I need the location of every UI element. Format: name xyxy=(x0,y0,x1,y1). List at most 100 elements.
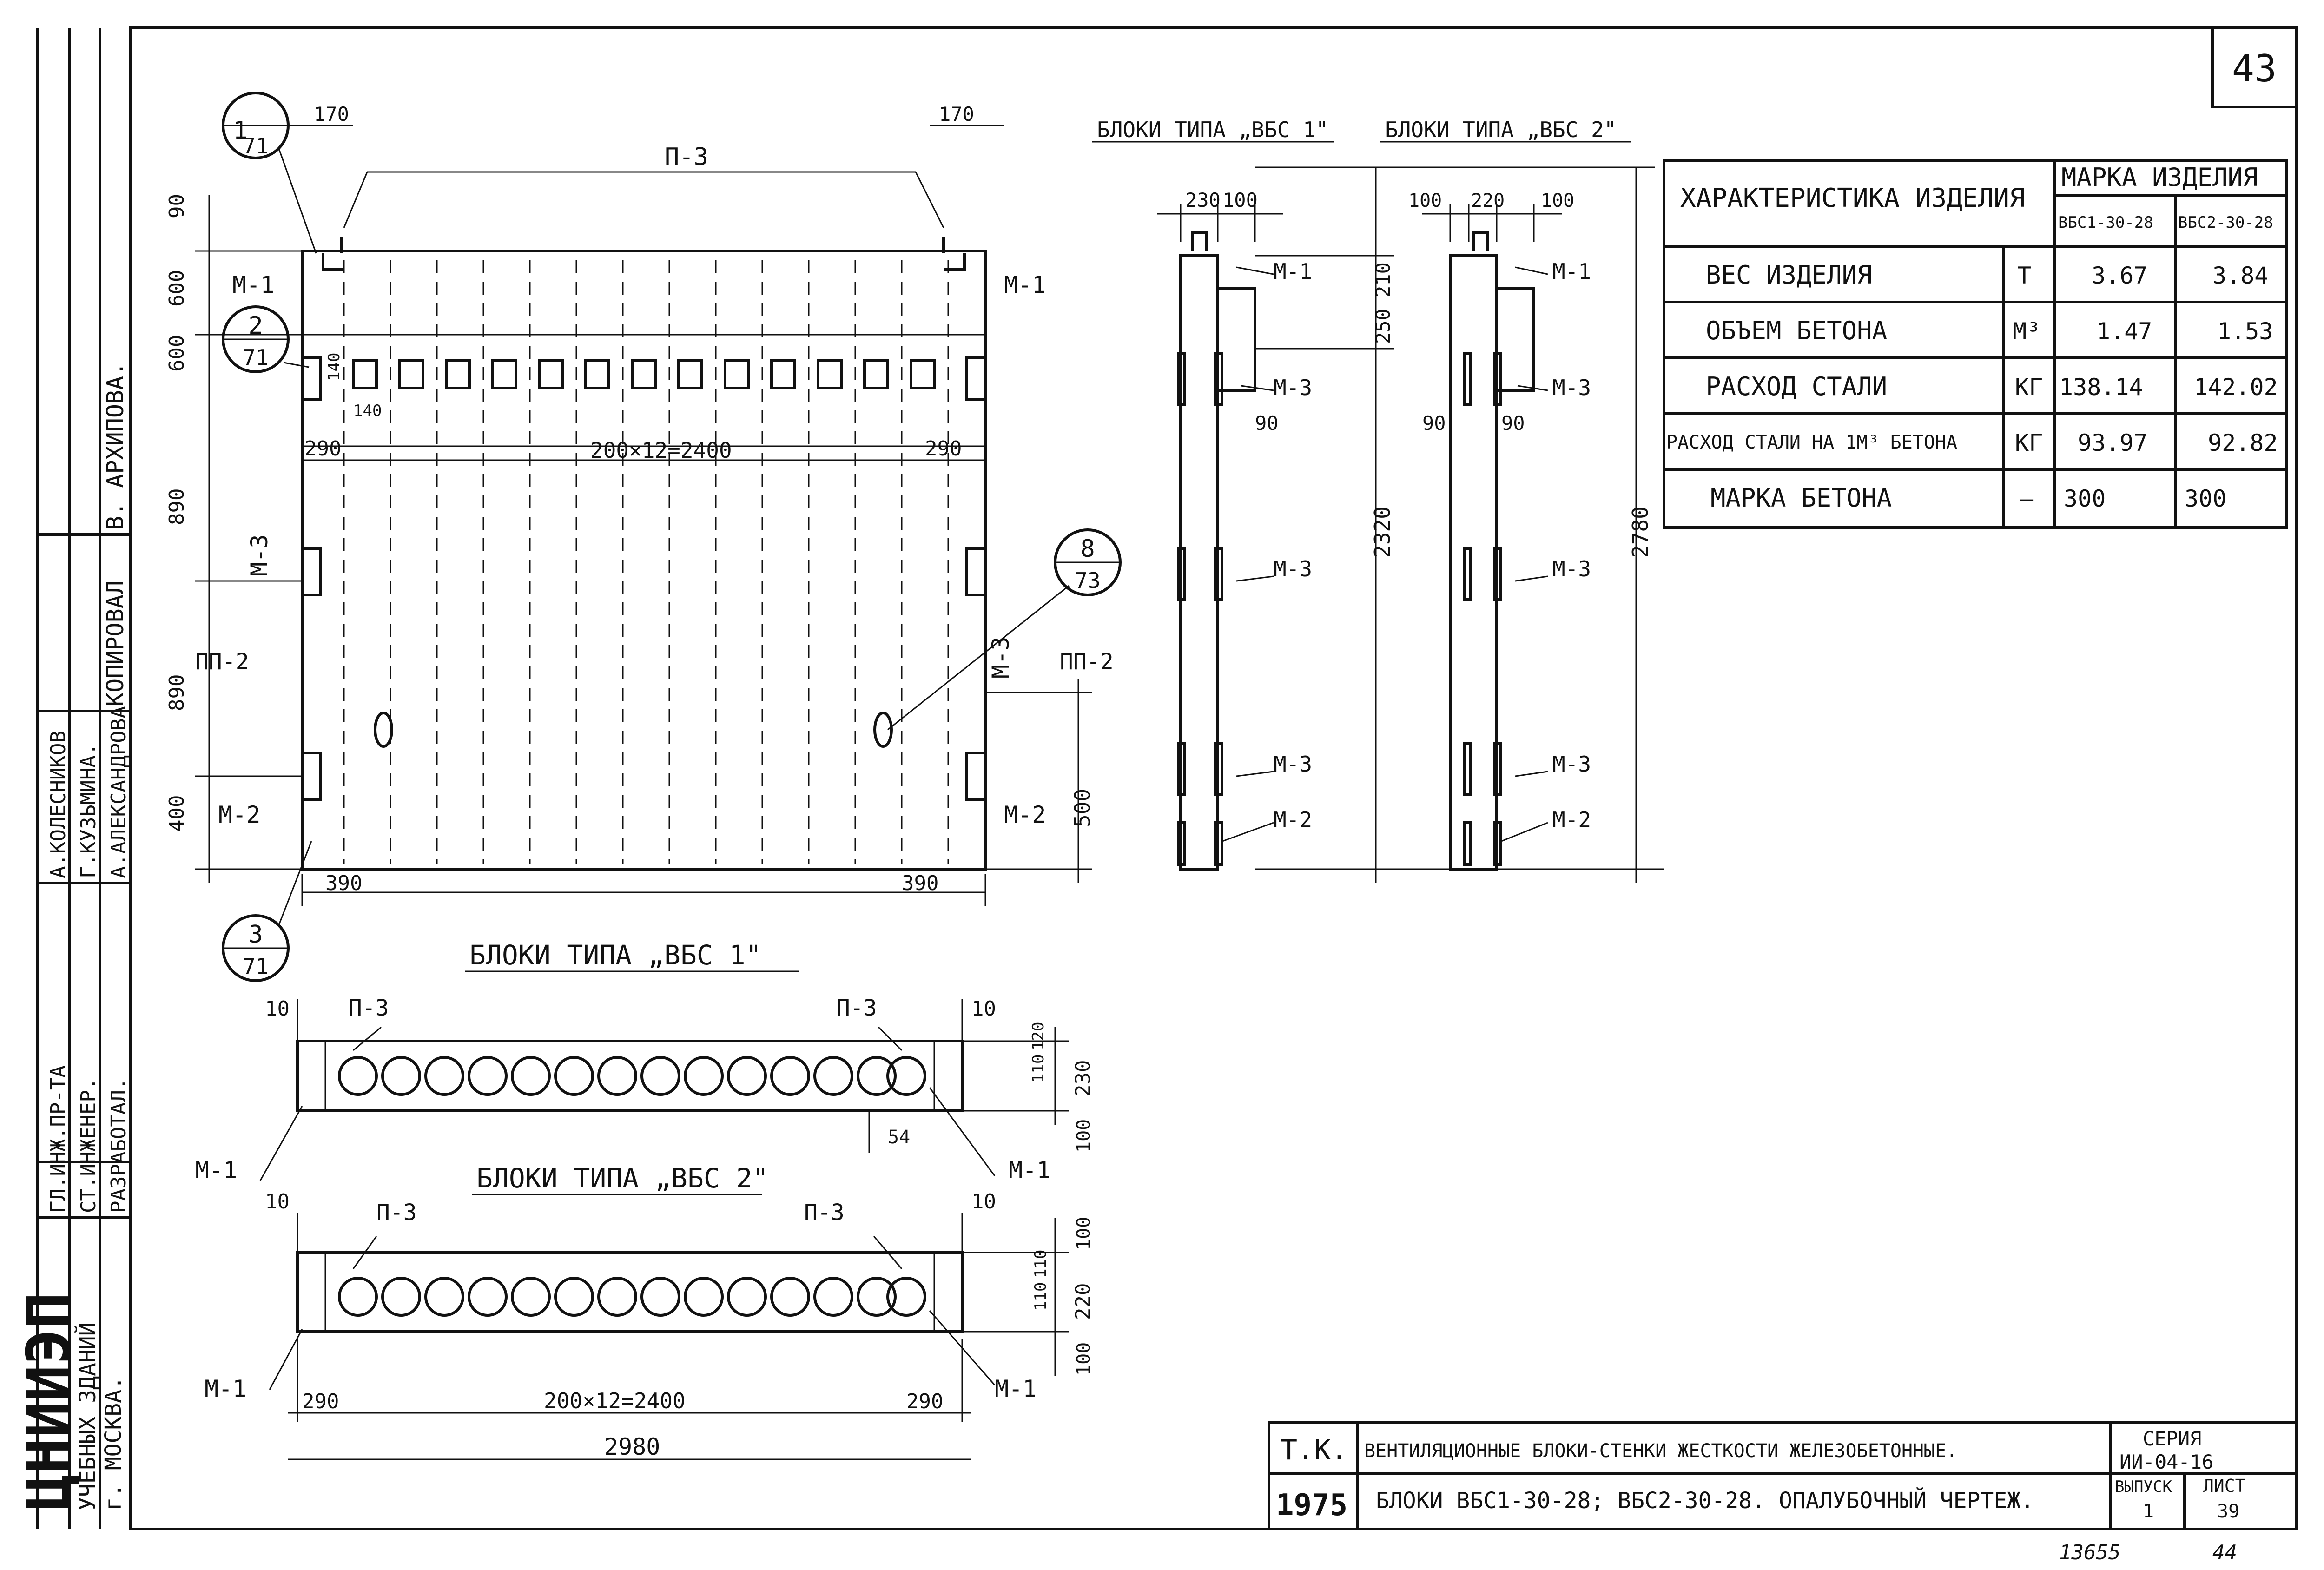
callout-3-bottom: 71 xyxy=(243,954,268,979)
dim-2780: 2780 xyxy=(1628,506,1653,558)
table-head-mark: МАРКА ИЗДЕЛИЯ xyxy=(2061,163,2258,192)
dim-600-front-b: 600 xyxy=(165,335,189,372)
dim-390-front-right: 390 xyxy=(902,871,938,895)
label-m3-front-left: М-3 xyxy=(246,534,273,576)
label-m3-front-right: М-3 xyxy=(987,637,1014,679)
stamp-role-3: РАЗРАБОТАЛ. xyxy=(107,1078,131,1213)
plan-vbs2 xyxy=(269,1213,1069,1460)
dim-110-plan2-a: 110 xyxy=(1031,1282,1050,1311)
characteristics-table xyxy=(1663,159,2288,529)
table-row-v2-5: 300 xyxy=(2185,485,2226,512)
callout-8-top: 8 xyxy=(1080,535,1095,563)
label-m2-front-left: М-2 xyxy=(218,801,260,828)
label-m1-plan2-left: М-1 xyxy=(205,1375,246,1402)
dim-110-plan2-b: 110 xyxy=(1031,1250,1050,1278)
section-vbs1 xyxy=(1157,204,1283,871)
label-pp2-left: ПП-2 xyxy=(195,649,249,675)
stamp-name-3: А.АЛЕКСАНДРОВА xyxy=(107,706,131,878)
dim-2320: 2320 xyxy=(1370,506,1395,558)
stamp-org: ЦНИИЭП xyxy=(13,1292,84,1511)
callout-1-top: 1 xyxy=(233,117,247,145)
title-plan-vbs2: БЛОКИ ТИПА „ВБС 2" xyxy=(476,1162,769,1194)
series-label: СЕРИЯ xyxy=(2143,1427,2201,1450)
label-m1-plan1-left: М-1 xyxy=(195,1157,237,1184)
dim-100-plan2-bottom: 100 xyxy=(1073,1342,1095,1376)
dim-90-vbs2-left: 90 xyxy=(1422,412,1446,435)
label-pp2-right: ПП-2 xyxy=(1060,649,1114,675)
stamp-role-2: СТ.ИНЖЕНЕР. xyxy=(77,1078,100,1213)
label-m1-front-right: М-1 xyxy=(1004,271,1046,298)
dim-140-front-a: 140 xyxy=(325,353,343,381)
dim-170-right: 170 xyxy=(939,103,974,125)
table-row-unit-3: КГ xyxy=(2015,374,2043,401)
dim-890-front-a: 890 xyxy=(165,488,189,525)
label-p3-plan2-left: П-3 xyxy=(376,1200,417,1226)
label-p3-front: П-3 xyxy=(665,143,708,171)
dim-290-front-right: 290 xyxy=(925,437,962,461)
dim-100-vbs2-left: 100 xyxy=(1408,190,1442,211)
table-row-v1-1: 3.67 xyxy=(2092,262,2147,289)
table-row: МАРКА БЕТОНА — 300 300 xyxy=(1710,483,2226,513)
label-p3-plan2-right: П-3 xyxy=(804,1200,845,1226)
label-p3-plan1-left: П-3 xyxy=(349,995,389,1021)
table-row-v2-3: 142.02 xyxy=(2194,374,2278,401)
front-elevation xyxy=(195,92,1122,982)
sheet-border xyxy=(129,26,2298,1530)
label-m3-vbs2-a: М-3 xyxy=(1552,375,1591,400)
dim-2400-plan2: 200×12=2400 xyxy=(544,1388,686,1413)
table-row-unit-1: Т xyxy=(2017,262,2031,289)
label-m3-vbs1-c: М-3 xyxy=(1274,752,1312,777)
dim-90-front: 90 xyxy=(165,194,189,218)
dim-220-vbs2: 220 xyxy=(1471,190,1505,211)
dim-210: 210 xyxy=(1372,262,1394,297)
callout-8-bottom: 73 xyxy=(1075,568,1100,593)
sheet-number: 43 xyxy=(2232,47,2277,90)
title-block-line1: ВЕНТИЛЯЦИОННЫЕ БЛОКИ-СТЕНКИ ЖЕСТКОСТИ ЖЕ… xyxy=(1364,1440,1957,1462)
dim-390-front-left: 390 xyxy=(325,871,362,895)
table-row: РАСХОД СТАЛИ НА 1М³ БЕТОНА КГ 93.97 92.8… xyxy=(1666,429,2278,456)
footer-number-right: 44 xyxy=(2212,1541,2237,1564)
dim-10-vbs2-left: 10 xyxy=(265,1190,290,1214)
dim-890-front-b: 890 xyxy=(165,674,189,711)
title-plan-vbs1: БЛОКИ ТИПА „ВБС 1" xyxy=(469,939,762,971)
dim-100-plan2-top: 100 xyxy=(1073,1217,1095,1250)
copied-name: В. АРХИПОВА. xyxy=(102,362,129,530)
dim-140-front-b: 140 xyxy=(353,402,382,420)
table-row: ВЕС ИЗДЕЛИЯ Т 3.67 3.84 xyxy=(1706,260,2268,290)
dim-170-left: 170 xyxy=(314,103,349,125)
table-col-1: ВБС1-30-28 xyxy=(2058,213,2153,232)
label-m1-plan1-right: М-1 xyxy=(1009,1157,1050,1184)
stamp-role-1: ГЛ.ИНЖ.ПР-ТА xyxy=(46,1065,70,1213)
label-m1-plan2-right: М-1 xyxy=(995,1375,1037,1402)
dim-230-vbs1: 230 xyxy=(1185,189,1221,211)
stamp-org-line3: г. МОСКВА. xyxy=(100,1376,126,1511)
label-m2-vbs1: М-2 xyxy=(1274,807,1312,832)
table-row-name-3: РАСХОД СТАЛИ xyxy=(1706,372,1887,401)
stamp-org-line2: УЧЕБНЫХ ЗДАНИЙ xyxy=(74,1322,101,1511)
dim-290-front-left: 290 xyxy=(304,437,341,461)
label-m1-vbs1: М-1 xyxy=(1274,259,1312,284)
table-row-v1-4: 93.97 xyxy=(2078,429,2148,456)
title-block-line2: БЛОКИ ВБС1-30-28; ВБС2-30-28. ОПАЛУБОЧНЫ… xyxy=(1376,1487,2034,1514)
table-row-v1-5: 300 xyxy=(2064,485,2106,512)
issue-value: 1 xyxy=(2143,1501,2154,1522)
dim-54: 54 xyxy=(888,1127,910,1148)
label-m3-vbs2-c: М-3 xyxy=(1552,752,1591,777)
stamp: В. АРХИПОВА. КОПИРОВАЛ А.КОЛЕСНИКОВ Г.КУ… xyxy=(13,28,131,1529)
label-m2-vbs2: М-2 xyxy=(1552,807,1591,832)
table-row: РАСХОД СТАЛИ КГ 138.14 142.02 xyxy=(1706,372,2278,401)
copied-label: КОПИРОВАЛ xyxy=(102,581,129,706)
table-row-name-1: ВЕС ИЗДЕЛИЯ xyxy=(1706,260,1872,290)
table-head-characteristic: ХАРАКТЕРИСТИКА ИЗДЕЛИЯ xyxy=(1680,183,2025,213)
table-row-v2-2: 1.53 xyxy=(2217,318,2273,345)
label-m3-vbs1-b: М-3 xyxy=(1274,556,1312,581)
table-row-name-4: РАСХОД СТАЛИ НА 1М³ БЕТОНА xyxy=(1666,432,1957,453)
dim-110-plan1: 110 xyxy=(1029,1055,1048,1083)
stamp-name-2: Г.КУЗЬМИНА. xyxy=(77,743,100,878)
dim-250: 250 xyxy=(1372,309,1394,344)
label-p3-plan1-right: П-3 xyxy=(837,995,877,1021)
plan-vbs1 xyxy=(259,999,1069,1181)
callout-3-top: 3 xyxy=(248,921,263,949)
table-row-unit-5: — xyxy=(2020,485,2034,512)
